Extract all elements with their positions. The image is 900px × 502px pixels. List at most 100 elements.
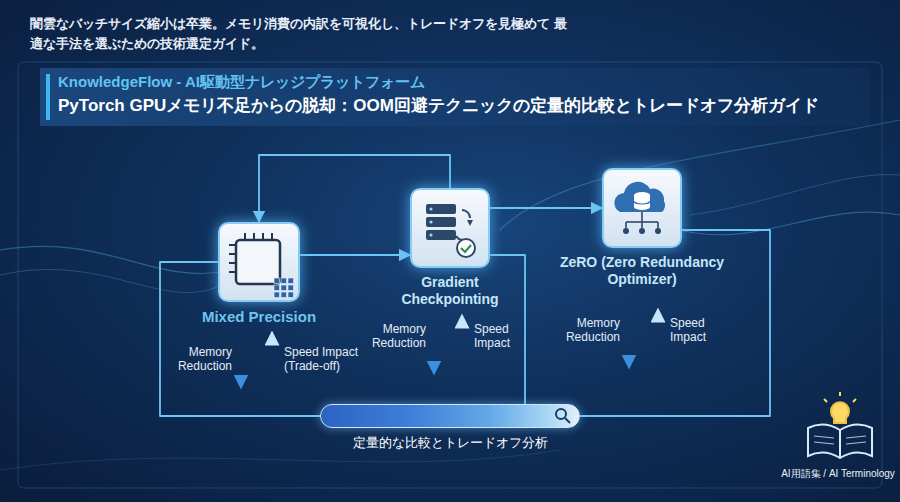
technique-name: Mixed Precision	[174, 308, 344, 326]
gpu-chip-icon	[274, 292, 280, 298]
cloud-database-icon	[655, 228, 661, 234]
page-title: PyTorch GPUメモリ不足からの脱却：OOM回避テクニックの定量的比較とト…	[58, 96, 819, 116]
cloud-database-icon	[614, 182, 665, 212]
cloud-database-icon	[639, 228, 645, 234]
memory-arrow	[240, 335, 243, 382]
cloud-database-icon	[657, 222, 659, 228]
search-bar: 定量的な比較とトレードオフ分析	[320, 404, 580, 428]
magnifier-icon	[556, 409, 566, 419]
light-streak	[0, 120, 900, 470]
gpu-chip-icon	[281, 278, 287, 284]
speed-arrow	[461, 321, 464, 372]
server-icon	[457, 239, 475, 257]
book-bulb-icon	[839, 430, 841, 458]
gpu-chip-icon	[274, 278, 294, 298]
magnifier-icon	[565, 418, 570, 423]
cloud-database-icon	[634, 195, 650, 210]
memory-arrow	[433, 318, 436, 368]
technique-name: ZeRO (Zero Redundancy Optimizer)	[547, 254, 737, 288]
gpu-chip-icon	[229, 262, 236, 264]
speed-arrow	[272, 315, 658, 385]
book-bulb-icon	[846, 436, 866, 438]
gpu-chip-icon	[274, 278, 280, 284]
cloud-database-icon	[626, 221, 658, 223]
frame	[18, 62, 882, 488]
gpu-chip-icon	[288, 292, 294, 298]
intro-text: 闇雲なバッチサイズ縮小は卒業。メモリ消費の内訳を可視化し、トレードオフを見極めて…	[30, 14, 570, 53]
book-bulb-icon	[831, 402, 849, 423]
cloud-database-icon	[614, 182, 665, 234]
technique-name: Gradient Checkpointing	[385, 274, 515, 308]
gpu-chip-icon	[236, 240, 280, 284]
book-bulb-icon	[808, 392, 872, 458]
gpu-chip-icon	[253, 233, 255, 240]
light-streak	[0, 450, 560, 470]
flow-connector	[300, 254, 410, 256]
server-icon	[462, 210, 470, 218]
gpu-chip-icon	[262, 233, 264, 240]
metric-label: Memory Reduction	[168, 345, 232, 374]
server-icon	[426, 204, 475, 257]
gpu-chip-icon	[229, 244, 236, 246]
metric-label: Speed Impact	[670, 316, 720, 345]
technique-box: ZeRO (Zero Redundancy Optimizer)	[602, 168, 682, 248]
cloud-database-icon	[641, 222, 643, 228]
book-bulb-icon	[814, 442, 834, 444]
gpu-chip-icon	[229, 271, 236, 273]
gpu-chip-icon	[281, 285, 287, 291]
title-band	[46, 74, 50, 120]
server-icon	[426, 217, 456, 227]
server-icon	[429, 207, 432, 210]
brand-caption: AI用語集 / AI Terminology	[780, 468, 896, 480]
server-icon	[429, 220, 432, 223]
technique-box: Gradient Checkpointing	[410, 188, 490, 268]
metric-label: Speed Impact	[474, 322, 520, 351]
gpu-chip-icon	[229, 233, 294, 298]
book-bulb-icon	[808, 424, 872, 458]
gpu-chip-icon	[229, 233, 272, 272]
cloud-database-icon	[623, 228, 629, 234]
server-icon	[429, 233, 432, 236]
light-streak	[680, 212, 900, 235]
light-streak	[690, 175, 900, 215]
server-icon	[461, 245, 471, 252]
metric-label: Memory Reduction	[362, 322, 426, 351]
platform-name: KnowledgeFlow - AI駆動型ナレッジプラットフォーム	[58, 73, 425, 91]
flow-connector	[490, 207, 602, 209]
cloud-database-icon	[641, 212, 643, 222]
cloud-database-icon	[626, 212, 658, 228]
speed-arrow	[657, 315, 660, 365]
server-icon	[426, 204, 456, 214]
gpu-chip-icon	[281, 292, 287, 298]
server-icon	[456, 236, 462, 240]
title-band	[40, 68, 870, 126]
gpu-chip-icon	[229, 253, 236, 255]
frame	[18, 62, 882, 488]
gpu-chip-icon	[288, 278, 294, 284]
gpu-chip-icon	[288, 285, 294, 291]
magnifier-icon	[556, 409, 570, 423]
server-icon	[467, 220, 473, 226]
gpu-chip-icon	[244, 233, 246, 240]
metric-label: Speed Impact (Trade-off)	[284, 345, 368, 374]
cloud-database-icon	[625, 222, 627, 228]
metric-label: Memory Reduction	[556, 316, 620, 345]
server-icon	[426, 230, 456, 240]
book-bulb-icon	[846, 442, 866, 444]
gpu-chip-icon	[274, 285, 280, 291]
gpu-chip-icon	[271, 233, 273, 240]
chip-text: GPU	[236, 255, 280, 269]
book-bulb-icon	[839, 392, 841, 396]
speed-arrow	[271, 338, 274, 385]
memory-arrow	[628, 312, 631, 362]
title-band	[40, 68, 870, 126]
cloud-database-icon	[634, 192, 650, 198]
light-streak	[500, 120, 900, 230]
cloud-database-icon	[634, 201, 650, 204]
book-bulb-icon	[814, 436, 834, 438]
bar-caption: 定量的な比較とトレードオフ分析	[353, 435, 548, 451]
book-bulb-icon	[814, 436, 866, 444]
light-streak	[0, 269, 230, 292]
